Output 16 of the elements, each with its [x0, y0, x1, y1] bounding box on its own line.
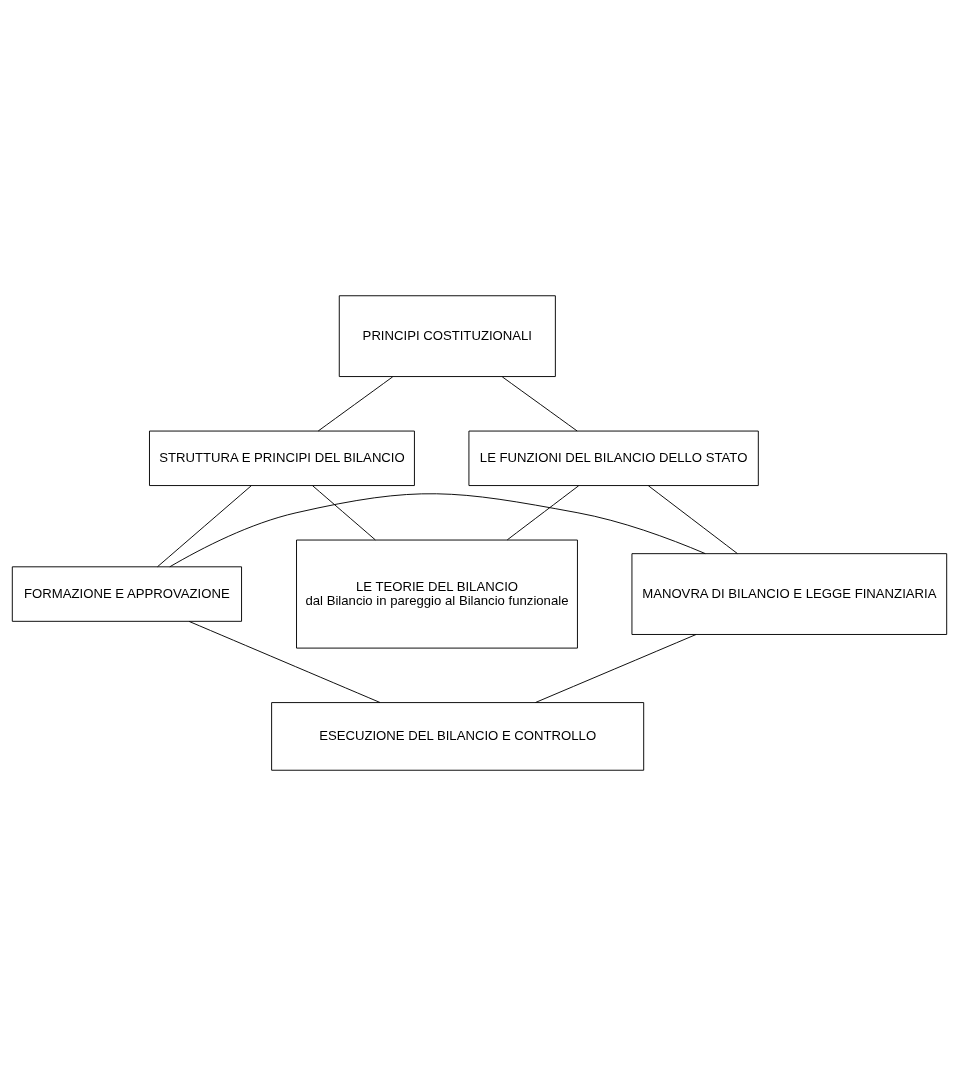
connector — [169, 492, 706, 567]
node-box: MANOVRA DI BILANCIO E LEGGE FINANZIARIA — [631, 552, 948, 635]
connector — [647, 484, 738, 554]
connector — [506, 484, 580, 540]
node-box: FORMAZIONE E APPROVAZIONE — [11, 565, 242, 622]
connector — [188, 620, 381, 703]
connector — [157, 484, 252, 567]
connector — [501, 375, 578, 431]
node-box: LE TEORIE DEL BILANCIO dal Bilancio in pareggio al Bilancio funzionale — [296, 539, 578, 649]
node-box: PRINCIPI COSTITUZIONALI — [338, 294, 556, 377]
node-box: STRUTTURA E PRINCIPI DEL BILANCIO — [149, 430, 415, 486]
connector — [312, 484, 376, 540]
connector — [534, 633, 697, 703]
node-box: ESECUZIONE DEL BILANCIO E CONTROLLO — [271, 701, 645, 771]
connector — [317, 375, 394, 431]
node-box: LE FUNZIONI DEL BILANCIO DELLO STATO — [468, 430, 759, 486]
